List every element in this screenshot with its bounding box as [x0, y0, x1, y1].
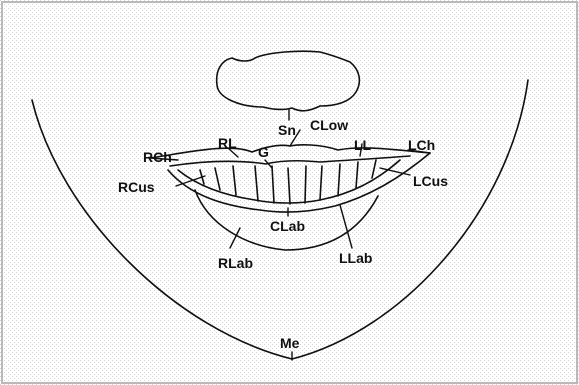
label-rcus: RCus	[118, 179, 155, 195]
label-clab: CLab	[270, 218, 305, 234]
label-sn: Sn	[278, 122, 296, 138]
label-g: G	[258, 144, 269, 160]
label-clow: CLow	[310, 117, 348, 133]
label-lch: LCh	[408, 137, 435, 153]
label-rl: RL	[218, 135, 237, 151]
label-llab: LLab	[339, 250, 372, 266]
label-ll: LL	[354, 137, 372, 153]
label-rlab: RLab	[218, 255, 253, 271]
label-lcus: LCus	[413, 173, 448, 189]
label-rch: RCh	[143, 149, 172, 165]
label-me: Me	[280, 335, 300, 351]
